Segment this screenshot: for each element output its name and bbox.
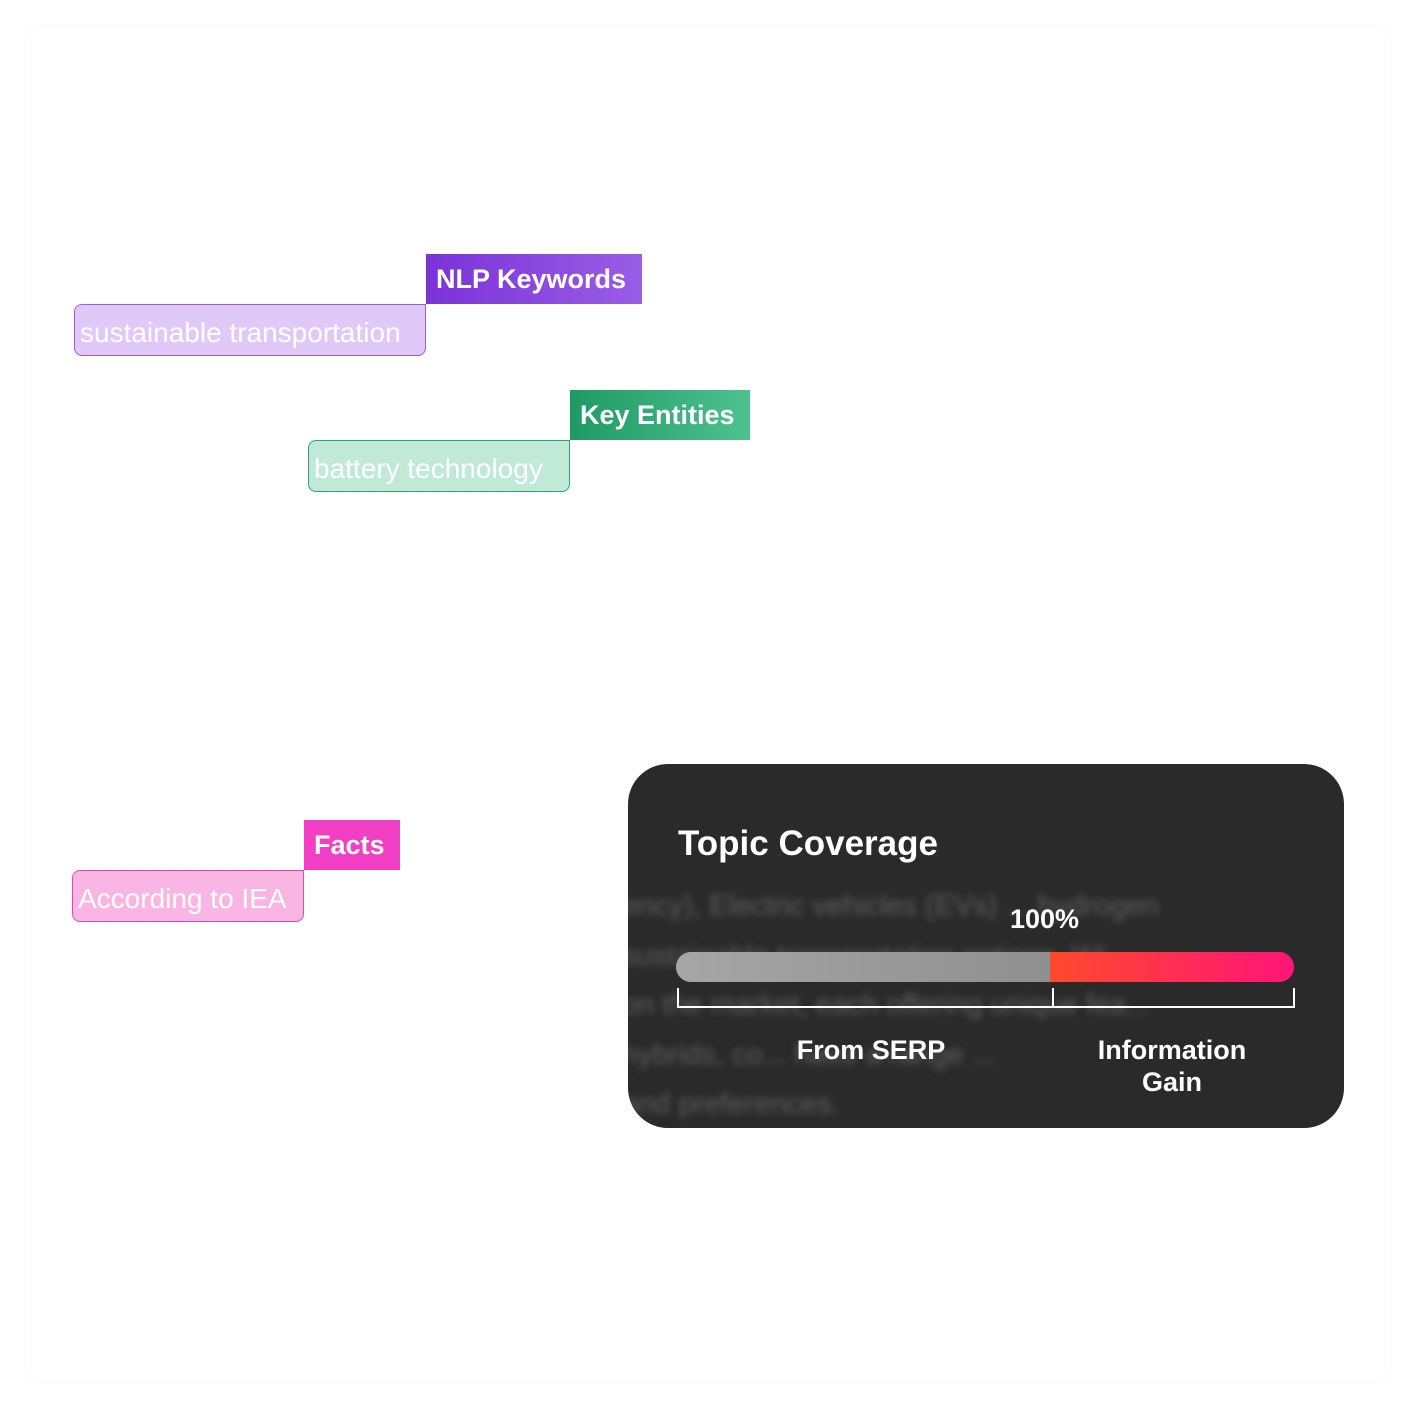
topic-coverage-card: ency), Electric vehicles (EVs) ... hydro… — [628, 764, 1344, 1128]
fact-highlight[interactable]: According to IEA — [72, 870, 304, 922]
from-serp-label: From SERP — [796, 1035, 946, 1065]
information-gain-fill — [1050, 952, 1294, 982]
coverage-progress-bar — [676, 952, 1294, 982]
information-gain-label: Information Gain — [1097, 1035, 1247, 1097]
key-entity-highlight[interactable]: battery technology — [308, 440, 570, 492]
blurred-text-line: ency), Electric vehicles (EVs) ... hydro… — [628, 890, 1159, 922]
blurred-text-line: hybrids, co... have a range ... — [628, 1038, 996, 1071]
blurred-text-line: and preferences. — [628, 1088, 840, 1120]
facts-tag: Facts — [304, 820, 400, 870]
from-serp-fill — [676, 952, 1050, 982]
topic-coverage-title: Topic Coverage — [678, 824, 938, 863]
key-entities-tag: Key Entities — [570, 390, 750, 440]
editor-canvas — [26, 26, 1390, 1382]
nlp-keywords-tag: NLP Keywords — [426, 254, 642, 304]
segment-bracket — [677, 988, 1295, 1008]
blurred-text-line: on the market, each offering unique fea.… — [628, 989, 1151, 1021]
coverage-percent: 100% — [1010, 904, 1080, 934]
nlp-keyword-highlight[interactable]: sustainable transportation — [74, 304, 426, 356]
